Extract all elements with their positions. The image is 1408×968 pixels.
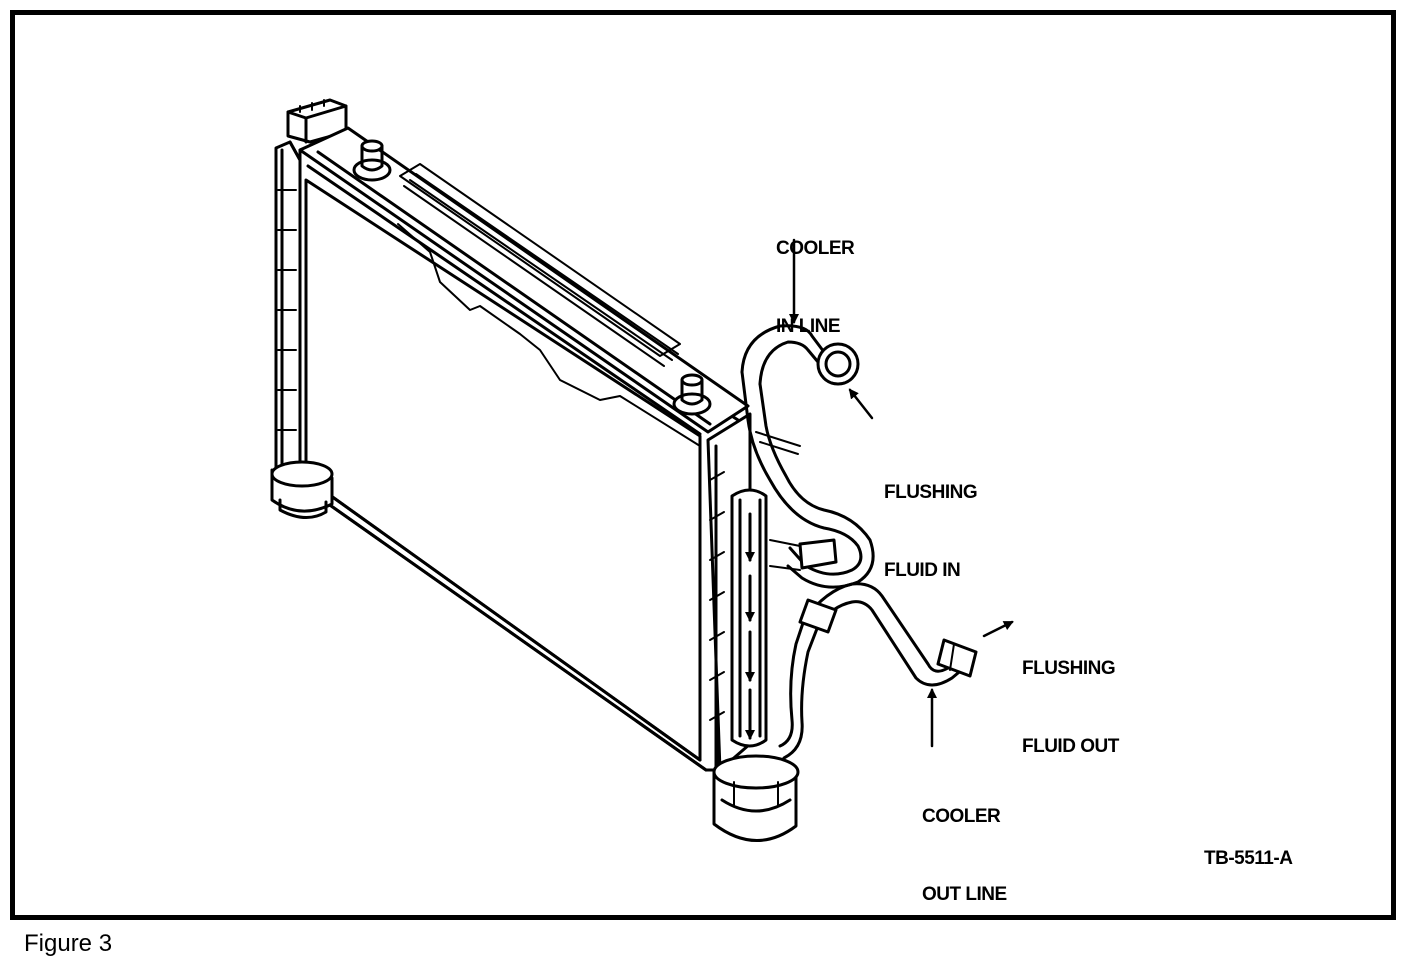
filler-neck-right — [672, 373, 712, 416]
cooler-in-line-label-line1: COOLER — [776, 238, 855, 259]
flushing-fluid-in-label-line1: FLUSHING — [884, 482, 978, 503]
flushing-fluid-in-label: FLUSHING FLUID IN — [884, 428, 978, 610]
flushing-fluid-in-arrow — [848, 388, 874, 420]
left-tank — [274, 140, 302, 486]
cooler-out-line-label: COOLER OUT LINE — [922, 752, 1007, 934]
radiator-core — [298, 144, 740, 772]
reference-code: TB-5511-A — [1204, 848, 1293, 869]
cooler-out-line-hose — [778, 582, 978, 760]
top-header-rail — [298, 126, 750, 447]
cooler-out-line-label-line2: OUT LINE — [922, 884, 1007, 905]
cooler-in-line-label: COOLER IN LINE — [776, 184, 855, 366]
flushing-fluid-in-label-line2: FLUID IN — [884, 560, 961, 581]
cooler-out-line-label-line1: COOLER — [922, 806, 1001, 827]
cooler-in-line-label-line2: IN LINE — [776, 316, 841, 337]
flushing-fluid-out-label-line2: FLUID OUT — [1022, 736, 1119, 757]
flushing-fluid-out-label: FLUSHING FLUID OUT — [1022, 604, 1119, 786]
flushing-in-fitting — [816, 342, 860, 386]
callout-arrows — [789, 238, 1014, 748]
flushing-fluid-out-arrow — [982, 620, 1014, 638]
figure-caption: Figure 3 — [24, 930, 113, 957]
filler-neck-left — [352, 139, 392, 182]
left-mount-foot — [270, 460, 334, 519]
right-mount-foot — [712, 754, 800, 842]
flushing-fluid-out-label-line1: FLUSHING — [1022, 658, 1116, 679]
